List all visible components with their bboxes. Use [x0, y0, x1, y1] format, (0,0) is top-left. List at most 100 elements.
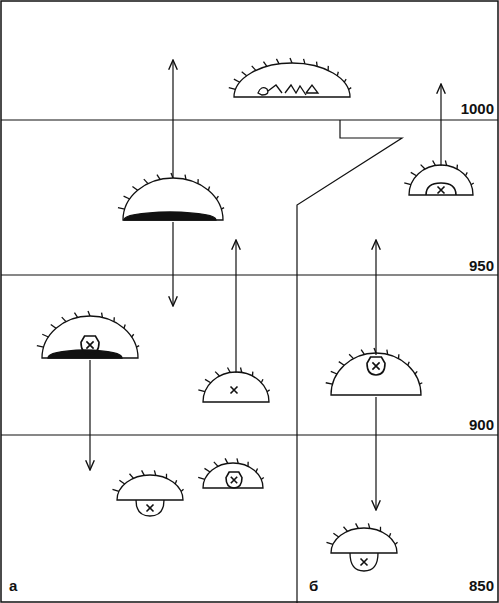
mound-outline: [331, 528, 397, 553]
tick: [101, 313, 103, 318]
mound: [198, 368, 269, 402]
tick: [374, 348, 376, 353]
tick: [356, 523, 359, 528]
tick: [333, 533, 338, 537]
tick: [144, 179, 148, 183]
tick: [37, 346, 44, 347]
tick: [344, 79, 346, 82]
tick: [124, 196, 130, 199]
tick: [471, 183, 474, 185]
mound-outline: [203, 372, 269, 402]
mound-outline: [42, 316, 138, 358]
vessel: [226, 472, 242, 488]
tick: [256, 468, 258, 472]
section-label: б: [308, 577, 319, 594]
tick: [205, 379, 211, 382]
tick: [171, 173, 173, 178]
depth-label: 950: [468, 257, 495, 274]
mound: [37, 311, 139, 358]
depth-label: 1000: [460, 100, 495, 117]
tick: [415, 371, 417, 374]
tick: [267, 390, 270, 392]
tick: [343, 527, 347, 532]
tick: [124, 325, 125, 329]
tick: [184, 175, 186, 180]
tick: [411, 172, 417, 175]
burial-mark: [86, 341, 93, 348]
tick: [290, 58, 292, 63]
tick: [237, 458, 238, 463]
mound-outline: [331, 353, 421, 395]
tick: [326, 542, 333, 544]
tick: [229, 88, 236, 90]
tick: [316, 62, 318, 67]
burial-mark: [361, 559, 368, 566]
mound: [198, 458, 264, 488]
mound: [229, 58, 351, 97]
tick: [326, 383, 333, 384]
tick: [181, 489, 184, 491]
tick: [421, 165, 425, 169]
tick: [261, 477, 264, 479]
tick: [112, 489, 119, 491]
tick: [404, 183, 411, 185]
mound-outline: [123, 178, 223, 220]
mound-outline: [117, 475, 183, 500]
burial-mark: [438, 187, 445, 194]
grave-pit: [426, 183, 456, 195]
tick: [142, 470, 145, 475]
tick: [157, 175, 160, 180]
tick: [242, 72, 247, 76]
tick: [331, 371, 337, 374]
tick: [263, 62, 266, 67]
tick: [445, 161, 446, 166]
tick: [398, 354, 400, 358]
tick: [204, 468, 210, 472]
tick: [395, 542, 398, 544]
tick: [339, 362, 344, 366]
tick: [132, 334, 134, 337]
tick: [88, 311, 90, 316]
tick: [241, 368, 242, 373]
mound: [326, 523, 397, 553]
burial-mark: [372, 362, 379, 369]
tick: [276, 59, 279, 64]
tick: [214, 462, 218, 467]
tick: [208, 186, 209, 190]
grave-goods: [258, 85, 318, 95]
tick: [252, 66, 256, 71]
section-label: а: [8, 577, 18, 594]
tick: [118, 208, 125, 210]
grid-lines: [1, 120, 498, 603]
tick: [328, 66, 329, 71]
tick: [389, 533, 390, 537]
tick: [175, 480, 176, 484]
tick: [349, 88, 352, 90]
burial-mark: [231, 387, 238, 394]
tick: [197, 179, 198, 183]
tick: [42, 334, 48, 337]
mound: [112, 470, 183, 500]
burial-layer: [124, 212, 216, 220]
tick: [386, 350, 388, 355]
tick: [368, 523, 369, 528]
tick: [247, 462, 248, 467]
tick: [433, 161, 436, 166]
burial-mark: [231, 477, 237, 483]
grave-pit: [136, 500, 164, 516]
tick: [408, 362, 409, 366]
mound: [118, 173, 224, 220]
tick: [337, 72, 339, 76]
tick: [380, 527, 381, 532]
vessel: [81, 336, 99, 354]
tick: [74, 313, 77, 318]
grave-pit: [350, 553, 378, 571]
tick: [227, 368, 230, 373]
burial-layer: [48, 350, 122, 358]
tick: [349, 354, 353, 358]
tick: [252, 372, 254, 376]
tick: [419, 383, 422, 384]
